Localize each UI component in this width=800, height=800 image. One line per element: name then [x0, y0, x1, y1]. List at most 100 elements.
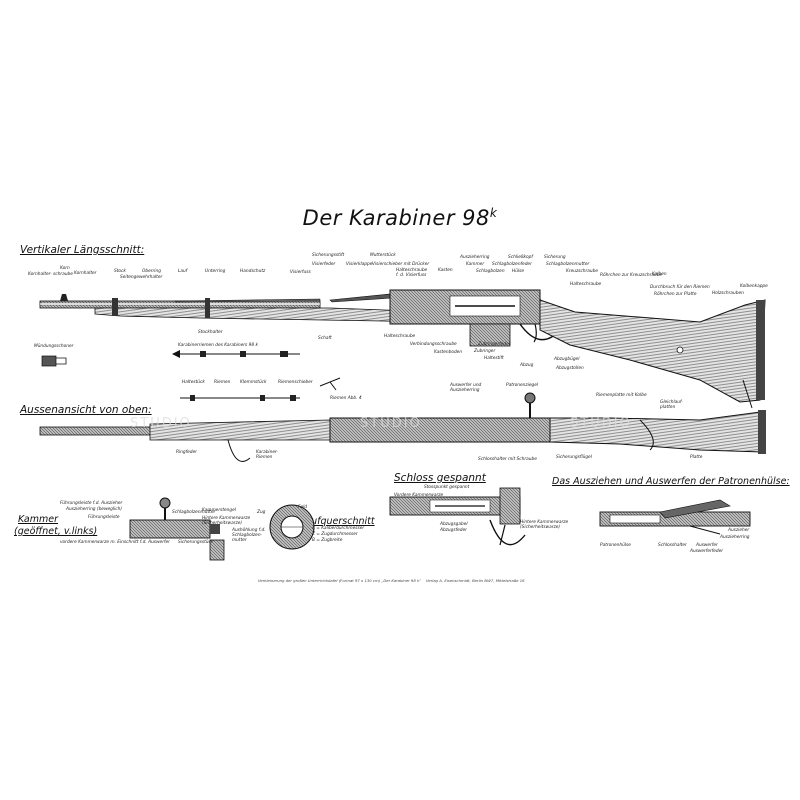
label-stockhalter: Stockhalter [198, 330, 223, 335]
label-sicherungsstift: Sicherungsstift [312, 253, 345, 258]
label-schaft: Schaft [318, 336, 332, 341]
rifle-longitudinal-section [39, 289, 766, 409]
label-sicherungsfluegel: Sicherungsflügel [556, 455, 592, 460]
label-handschutz: Handschutz [240, 269, 266, 274]
label-schlagbolzenmutter: Schlagbolzenmutter [546, 262, 590, 267]
label-korn: Korn [60, 266, 70, 271]
label-durchbruch: Durchbruch für den Riemen [650, 285, 710, 290]
rear-sight [329, 293, 393, 303]
handguard [174, 298, 321, 303]
label-ringfeder: Ringfeder [176, 450, 197, 455]
label-kasten: Kasten [438, 268, 453, 273]
label-auszieherring: Auszieherring [460, 255, 490, 260]
label-kammer: Kammer [466, 262, 485, 267]
label-kastenboden: Kastenboden [434, 350, 463, 355]
label-mutterstueck: Mutterstück [370, 253, 396, 258]
label-visierklappe: Visierklappe [346, 262, 373, 267]
label-abzugsgabel: Abzugsgabel [440, 522, 468, 527]
label-vordere-kammerwarze: Vordere Kammerwarze [394, 493, 444, 498]
label-haltesschraube: Halteschraube [570, 282, 602, 287]
label-auszieherring-beweglich: Auszieherring (beweglich) [66, 507, 122, 512]
label-halteschraube-visierfuss: Halteschraube f. d. Visierfuss [396, 268, 428, 278]
heading-bolt: Kammer [18, 514, 58, 525]
label-stock: Stock [114, 269, 126, 274]
label-kolben: Kolben [652, 272, 667, 277]
label-riemen-abb: Riemen Abb. 4 [330, 396, 362, 401]
label-seitengewehrhalter: Seitengewehrhalter [120, 275, 163, 280]
forend [94, 307, 441, 323]
label-fuehrungsleiste-auszieher: Führungsleiste f.d. Auszieher [60, 501, 123, 506]
label-schlosshalter2: Schlosshalter [658, 543, 687, 548]
label-stosspunkt: Stosspunkt gespannt [424, 485, 470, 490]
lower-band [205, 298, 210, 318]
label-auszieherring2: Auszieherring [720, 535, 750, 540]
label-gleichlauf: Gleichlauf- platten [660, 400, 683, 410]
heading-longitudinal-section: Vertikaler Längsschnitt: [20, 244, 145, 256]
label-riemen: Riemen [214, 380, 231, 385]
label-sicherungsstueck: Sicherungsstück [178, 540, 214, 545]
label-vordere-kammerwarze-einschnitt: vordere Kammerwarze m. Einschnitt f.d. A… [60, 540, 170, 545]
watermark: STUDIO [570, 416, 632, 431]
butt-plate [756, 300, 765, 400]
heading-top-view: Aussenansicht von oben: [20, 404, 152, 416]
label-abzugstollen: Abzugstollen [556, 366, 584, 371]
footer-left: Verkleinerung der großen Unterrichtstafe… [258, 578, 422, 583]
label-kornhalter: Kornhalter [74, 271, 97, 276]
heading-bolt-sub: (geöffnet, v.links) [14, 526, 98, 537]
watermark: STUDIO [360, 416, 422, 431]
poster-title: Der Karabiner 98k [302, 206, 498, 230]
label-auszieher: Auszieher [728, 528, 750, 533]
label-hintere-kammerwarze: Hintere Kammerwarze (Sicherheitswarze) [520, 520, 569, 530]
label-haltestueck: Haltestück [182, 380, 205, 385]
barrel-cross-section [269, 504, 315, 550]
label-feld: Feld [298, 505, 308, 510]
label-auswerfer: Auswerfer [696, 543, 718, 548]
label-visierfuss: Visierfuss [290, 270, 311, 275]
sling-diagram [172, 350, 341, 401]
label-zubringer: Zubringer [474, 349, 496, 354]
label-riemenplatte: Riemenplatte mit Kolbe [596, 393, 647, 398]
label-holzschrauben: Holzschrauben [712, 291, 744, 296]
label-auswerfer-auszieherring: Auswerfer und Auszieherring [450, 383, 482, 393]
label-abzugsfeder: Abzugsfeder [440, 528, 467, 533]
label-schlosshalter: Schlosshalter mit Schraube [478, 457, 537, 462]
trigger [533, 323, 537, 343]
label-haltestift: Haltestift [484, 356, 504, 361]
label-schlagbolzenfeder: Schlagbolzenfeder [492, 262, 532, 267]
label-schlagbolzen: Schlagbolzen [476, 269, 505, 274]
label-zubringerfeder: Zubringerfeder [478, 342, 511, 347]
label-huelse: Hülse [512, 269, 525, 274]
label-patronenhuelse: Patronenhülse [600, 543, 631, 548]
extraction-drawing [599, 499, 751, 535]
label-karabinerriemen2: Karabiner- Riemen [256, 450, 279, 460]
label-schlagbolzenmutter2: Schlagbolzenmutter [172, 510, 216, 515]
label-klemmstueck: Klemmstück [240, 380, 267, 385]
sling-slot [676, 346, 684, 354]
label-hintere-kammerwarze2: Hintere Kammerwarze (Sicherheitswarze) [202, 516, 251, 526]
label-fuehrungsleiste: Führungsleiste [88, 515, 120, 520]
label-aushoehlung: Aushöhlung f.d. Schlagbolzen- mutter [232, 528, 266, 543]
label-karabinerriemen: Karabinerriemen des Karabiners 98 k [178, 343, 258, 348]
bolt-cocked-drawing [389, 487, 526, 546]
label-abzug: Abzug [520, 363, 534, 368]
label-abzugbuegel: Abzugbügel [554, 357, 580, 362]
label-roehrchen-kreuzschraube: Röhrchen zur Kreuzschraube [600, 273, 663, 278]
heading-barrel-section: Laufquerschnitt [300, 516, 375, 527]
buttstock [539, 299, 766, 403]
footer-right: Verlag A. Eisenschmidt, Berlin NW7, Mitt… [426, 578, 525, 583]
label-kaliber-a: A = Kaliberdurchmesser [312, 526, 365, 531]
label-patronenzieher: Patronenziegel [506, 383, 539, 388]
upper-band [112, 298, 118, 316]
heading-bolt-cocked: Schloss gespannt [394, 472, 486, 484]
label-lauf: Lauf [178, 269, 188, 274]
rifle-top-view [39, 392, 766, 462]
label-verbindungsschraube: Verbindungsschraube [410, 342, 457, 347]
muzzle-cover [41, 355, 67, 367]
label-visierschieber: Visierschieber mit Drücker [372, 262, 430, 267]
label-muendungsschoner: Mündungsschoner [34, 344, 74, 349]
label-unterring: Unterring [205, 269, 226, 274]
label-halteschraube2: Halteschraube [384, 334, 416, 339]
front-sight [60, 294, 68, 301]
magazine [469, 323, 511, 347]
